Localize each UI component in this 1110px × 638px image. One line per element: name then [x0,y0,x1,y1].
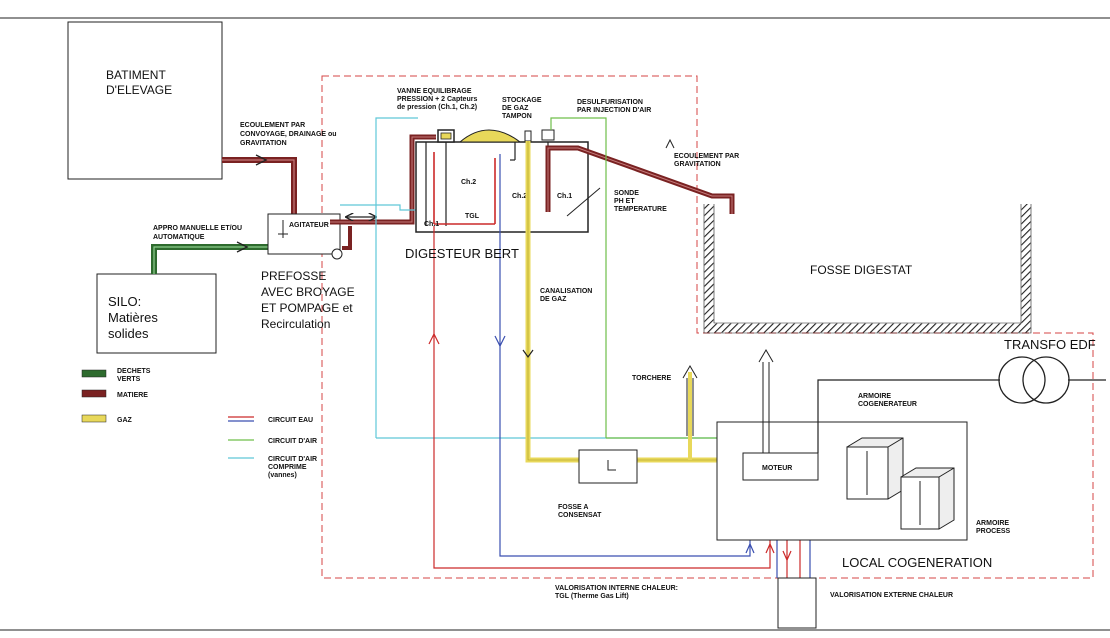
legend-swatch-0 [81,369,107,378]
exhaust-arrow [758,349,774,453]
digesteur-body [415,141,589,233]
cable-to-transfo [817,379,1000,453]
flow-arrow-silo [236,241,249,253]
agitateur-label: AGITATEUR [289,222,329,229]
valorisation-interne-label: VALORISATION INTERNE CHALEUR: TGL (Therm… [555,585,680,600]
local-cogen-label: LOCAL COGENERATION [842,555,992,570]
eau-chaude-line [433,226,771,569]
ch2-mid-label: Ch.2 [461,179,476,186]
eau-blue-up [745,542,755,554]
condensat-symbol [607,460,616,471]
valorisation-externe-box [777,577,817,629]
air-comprime-line [375,117,418,438]
pump-icon [331,248,343,260]
legend-swatch-1 [81,389,107,398]
recirc-return-pipe [342,226,352,250]
stockage-label: STOCKAGE DE GAZ TAMPON [502,97,544,120]
torchere-arrow [682,365,698,436]
legend-right-label-0: CIRCUIT EAU [268,417,313,424]
dechets-pipe-silo-inner [153,246,268,274]
prefosse-label: PREFOSSE AVEC BROYAGE ET POMPAGE et Reci… [261,269,358,331]
armoire-cogen-label: ARMOIRE COGENERATEUR [858,393,917,408]
silo-box [96,273,217,354]
appro-label: APPRO MANUELLE ET/OU AUTOMATIQUE [153,225,244,241]
ch2-right-label: Ch.2 [512,193,527,200]
air-line [550,117,607,438]
air-comprime-valve-link [340,204,416,211]
dechets-pipe-silo [151,244,268,274]
batiment-label: BATIMENT D'ELEVAGE [106,68,172,97]
armoire-process-label: ARMOIRE PROCESS [976,520,1011,535]
heating-pipe-digester [433,152,496,225]
digesteur-label: DIGESTEUR BERT [405,246,519,261]
gaz-pipe-edge [527,141,743,461]
batiment-box [67,21,223,180]
matiere-pipe-outflow-inner [547,147,733,214]
matiere-pipe-recirc-inner [330,136,436,223]
desulf-box [541,129,555,141]
valorisation-externe-label: VALORISATION EXTERNE CHALEUR [830,592,953,599]
torchere-label: TORCHERE [632,375,671,382]
moteur-box [742,452,819,481]
matiere-pipe-batiment-inner [222,159,295,228]
eau-froide-line [499,232,751,557]
flow-arrow-batiment [255,154,268,166]
ch1-right-label: Ch.1 [557,193,572,200]
transfo-label: TRANSFO EDF [1004,337,1096,352]
tgl-label: TGL [465,213,480,220]
gaz-down-arrow [522,349,534,359]
sonde-label: SONDE PH ET TEMPERATURE [614,190,667,213]
armoire-process-cabinet [900,467,955,530]
legend-label-2: GAZ [117,417,133,424]
sonde-probe [566,187,601,217]
vanne-label: VANNE EQUILIBRAGE PRESSION + 2 Capteurs … [397,88,479,111]
fosse-condensat-label: FOSSE A CONSENSAT [558,504,602,519]
gas-dome [458,129,522,143]
fosse-digestat-label: FOSSE DIGESTAT [810,263,913,277]
armoire-cogen-cabinet [846,437,904,500]
ch1-left-label: Ch.1 [424,221,439,228]
legend-swatch-2 [81,414,107,423]
ext-red-arrow [782,550,792,562]
eau-froide-arrow [494,335,506,348]
eau-chaude-arrow [428,332,440,345]
moteur-label: MOTEUR [762,465,792,472]
fosse-digestat-outline [703,204,1032,334]
flow-arrow-outflow [665,138,675,149]
transfo-coil-1 [998,356,1046,404]
ecoulement-convoyage-label: ECOULEMENT PAR CONVOYAGE, DRAINAGE ou GR… [240,122,339,147]
silo-label: SILO: Matières solides [108,294,161,341]
desulfurisation-label: DESULFURISATION PAR INJECTION D'AIR [577,99,651,114]
gas-outlet-box [524,130,532,142]
transfo-coil-2 [1022,356,1070,404]
valve-box-inner [440,132,452,140]
legend-label-1: MATIERE [117,392,148,399]
canalisation-label: CANALISATION DE GAZ [540,288,594,303]
fosse-digestat-walls [704,204,1031,333]
legend-right-label-1: CIRCUIT D'AIR [268,438,317,445]
ecoulement-gravitation-label: ECOULEMENT PAR GRAVITATION [674,153,741,168]
eau-red-up-2 [765,542,775,554]
plant-boundary [321,75,1094,579]
